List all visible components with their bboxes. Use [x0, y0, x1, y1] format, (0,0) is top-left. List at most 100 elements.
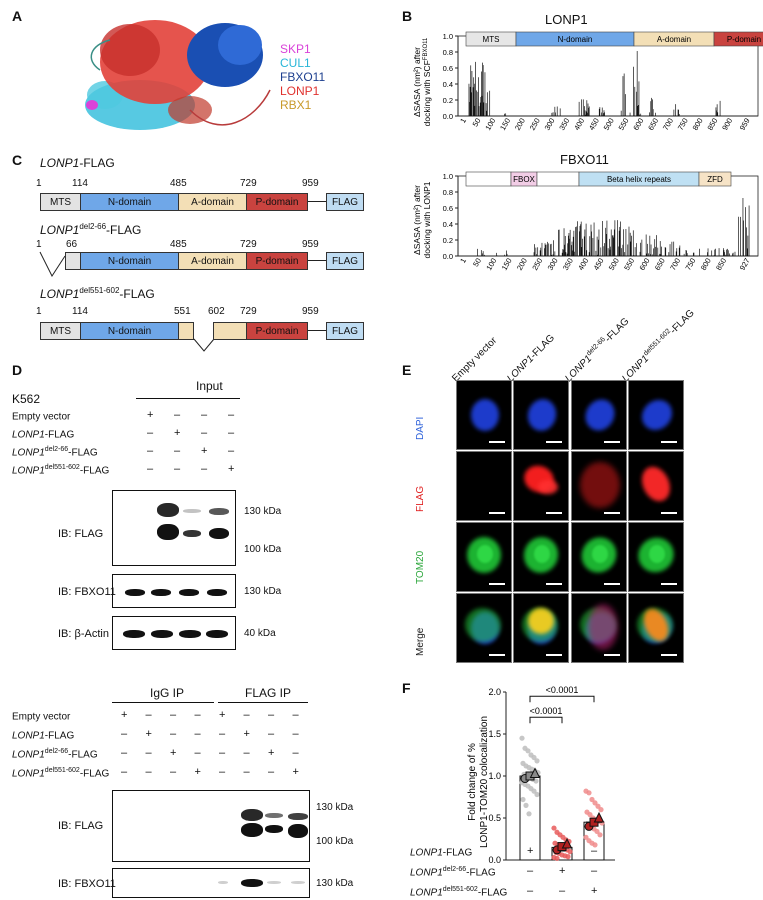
c2-num-66: 66: [66, 239, 78, 250]
domain-label: A-domain: [657, 35, 691, 44]
micrograph-r1-c3: [628, 451, 684, 521]
f-sign-1-0: –: [527, 865, 534, 877]
xtick: 1: [458, 257, 468, 265]
micro-row-label-2: TOM20: [415, 550, 426, 584]
blot-input-flag: [112, 490, 236, 566]
f-replicate: [593, 811, 605, 823]
c2-n-domain-box: N-domain: [80, 252, 179, 270]
ytick: 1.0: [443, 32, 453, 41]
micrograph-r1-c1: [513, 451, 569, 521]
input-sign-3-2: –: [201, 463, 208, 475]
signal-blob: [471, 399, 499, 431]
ytick: 0.8: [443, 48, 453, 57]
panel-label-e: E: [402, 362, 412, 378]
signal-blob: [635, 393, 679, 437]
signal-blob: [636, 462, 676, 506]
domain-4: [698, 171, 732, 187]
scale-bar: [604, 654, 620, 656]
signal-blob: [588, 604, 618, 650]
c3-flag-box: FLAG: [326, 322, 364, 340]
scale-bar: [546, 583, 562, 585]
legend-cul1: CUL1: [280, 56, 311, 70]
ip-sign-0-2: –: [170, 709, 177, 721]
micrograph-r3-c2: [571, 593, 627, 663]
input-sign-3-0: –: [147, 463, 154, 475]
scale-bar: [604, 441, 620, 443]
xtick: 250: [530, 257, 544, 272]
construct2-title: LONP1del2-66-FLAG: [40, 222, 142, 237]
f-sign-0-0: +: [527, 845, 534, 857]
micrograph-r3-c3: [628, 593, 684, 663]
f-point: [523, 802, 529, 808]
f-point: [519, 735, 525, 741]
ip-sign-3-1: –: [145, 766, 152, 778]
svg-text:ΔSASA (nm²) after: ΔSASA (nm²) after: [412, 47, 422, 117]
ytick: 0.6: [443, 64, 453, 73]
xtick: 700: [661, 117, 675, 132]
blot-input-actin: [112, 616, 236, 650]
ytick: 0.0: [443, 252, 453, 261]
c3-num-1: 1: [36, 306, 42, 317]
c2-a-domain-box: A-domain: [178, 252, 247, 270]
fbxo11-ylabel-1: ΔSASA (nm²) after: [412, 185, 422, 255]
micrograph-r3-c1: [513, 593, 569, 663]
f-sig-bracket-0: [529, 716, 563, 724]
f-row-label-2: LONP1del551-602-FLAG: [410, 886, 508, 899]
scale-bar: [661, 441, 677, 443]
xtick: 700: [668, 257, 682, 272]
c3-num-729: 729: [240, 306, 257, 317]
ytick: 0.4: [443, 220, 453, 229]
scale-bar: [661, 583, 677, 585]
ip-row-label-1: LONP1-FLAG: [12, 730, 75, 742]
micrograph-r3-c0: [456, 593, 512, 663]
mw-130-a: 130 kDa: [244, 506, 282, 517]
input-underline: [136, 398, 240, 399]
micrograph-r2-c2: [571, 522, 627, 592]
f-point: [533, 778, 539, 784]
f-point: [567, 849, 573, 855]
xtick: 959: [738, 117, 752, 132]
micrograph-r0-c2: [571, 380, 627, 450]
c1-num-485: 485: [170, 178, 187, 189]
f-point: [592, 800, 598, 806]
signal-blob: [538, 480, 558, 494]
ib-flag-label-b: IB: FLAG: [58, 820, 104, 832]
ytick: 0.4: [443, 80, 453, 89]
igg-ip-title: IgG IP: [150, 686, 185, 700]
xtick: 100: [483, 117, 497, 132]
ip-sign-3-5: –: [243, 766, 250, 778]
scale-bar: [604, 583, 620, 585]
f-replicate: [529, 767, 541, 778]
ip-sign-3-7: +: [292, 766, 299, 778]
ip-sign-0-4: +: [219, 709, 226, 721]
ytick: 1.0: [443, 172, 453, 181]
mw-130-d: 130 kDa: [316, 878, 354, 889]
f-point: [589, 796, 595, 803]
input-sign-0-0: +: [147, 409, 154, 421]
ip-sign-0-1: –: [145, 709, 152, 721]
micrograph-r1-c0: [456, 451, 512, 521]
input-sign-2-1: –: [174, 445, 181, 457]
f-point: [565, 854, 571, 860]
f-ytick: 1.0: [488, 771, 501, 781]
signal-blob: [477, 545, 493, 563]
signal-blob: [462, 605, 504, 645]
xtick: 50: [471, 257, 483, 269]
f-point: [554, 855, 560, 861]
f-sign-0-1: –: [559, 845, 566, 857]
svg-text:ΔSASA (nm²) after: ΔSASA (nm²) after: [412, 185, 422, 255]
micro-row-label-0: DAPI: [415, 416, 426, 440]
f-point: [592, 842, 598, 848]
f-point: [598, 807, 604, 813]
input-sign-2-0: –: [147, 445, 154, 457]
ib-flag-label-a: IB: FLAG: [58, 528, 104, 540]
domain-label: ZFD: [707, 175, 723, 184]
panel-label-c: C: [12, 152, 23, 168]
xtick: 650: [646, 117, 660, 132]
xtick: 750: [683, 257, 697, 272]
legend-rbx1: RBX1: [280, 98, 312, 112]
f-pvalue-0: <0.0001: [530, 706, 563, 716]
xtick: 400: [572, 117, 586, 132]
xtick: 150: [498, 117, 512, 132]
xtick: 650: [653, 257, 667, 272]
